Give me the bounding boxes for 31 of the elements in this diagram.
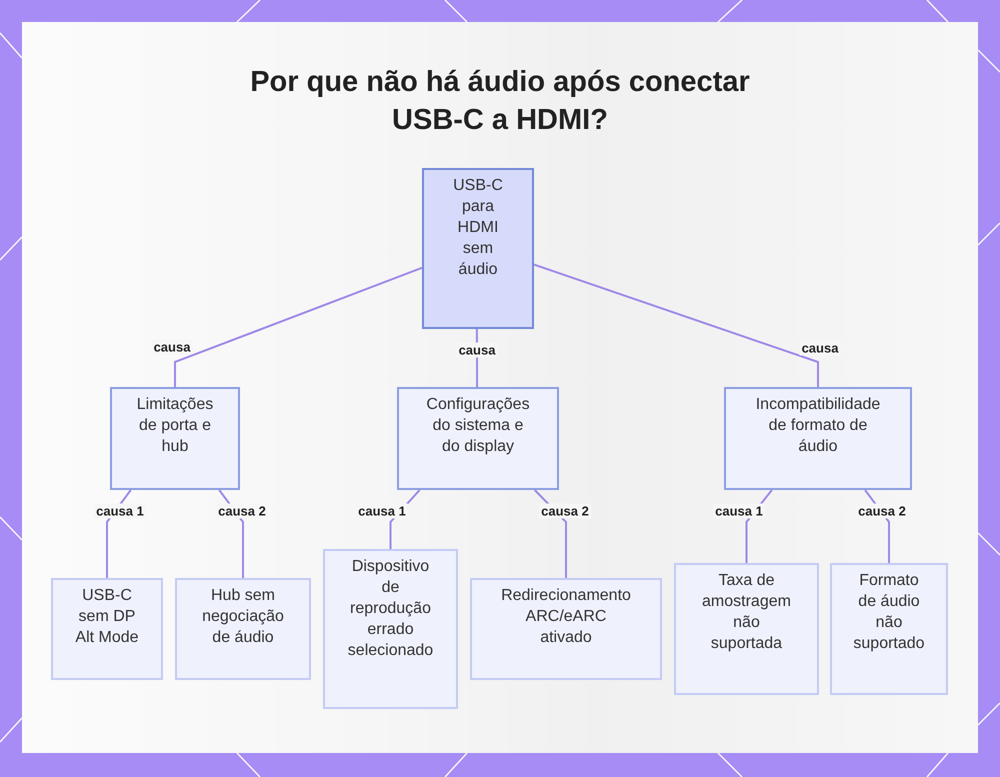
node-text: Taxa de amostragem não suportada [701, 571, 792, 654]
edge-label: causa 1 [94, 504, 146, 518]
edge-label: causa [152, 340, 192, 354]
connector-line [174, 266, 422, 387]
cause-box [397, 387, 559, 490]
node-text: USB-C para HDMI sem áudio [452, 176, 504, 280]
edge-label: causa 2 [216, 504, 268, 518]
cause-box [51, 578, 163, 680]
cause-box [674, 563, 819, 695]
problem-box [422, 168, 534, 329]
node-text: Dispositivo de reprodução errado selecionado [346, 557, 434, 661]
cause-box [724, 387, 912, 490]
node-text: Configurações do sistema e do display [425, 395, 531, 457]
node-text: Limitações de porta e hub [136, 395, 214, 457]
cause-box [830, 563, 948, 695]
cause-box [470, 578, 662, 680]
edge-label: causa 1 [713, 504, 765, 518]
node-text: Hub sem negociação de áudio [201, 586, 285, 648]
node-text: Incompatibilidade de formato de áudio [754, 395, 882, 457]
edge-label: causa 1 [356, 504, 408, 518]
cause-box [175, 578, 311, 680]
title: Por que não há áudio após conectar USB-C a HDMI? [249, 65, 751, 138]
edge-label: causa 2 [539, 504, 591, 518]
cause-box [323, 549, 458, 709]
cause-box [110, 387, 240, 490]
connector-line [534, 264, 819, 387]
edge-label: causa 2 [856, 504, 908, 518]
node-text: Formato de áudio não suportado [852, 571, 926, 654]
node-text: USB-C sem DP Alt Mode [74, 586, 140, 648]
node-text: Redirecionamento ARC/eARC ativado [501, 586, 631, 648]
edge-label: causa [456, 342, 498, 358]
